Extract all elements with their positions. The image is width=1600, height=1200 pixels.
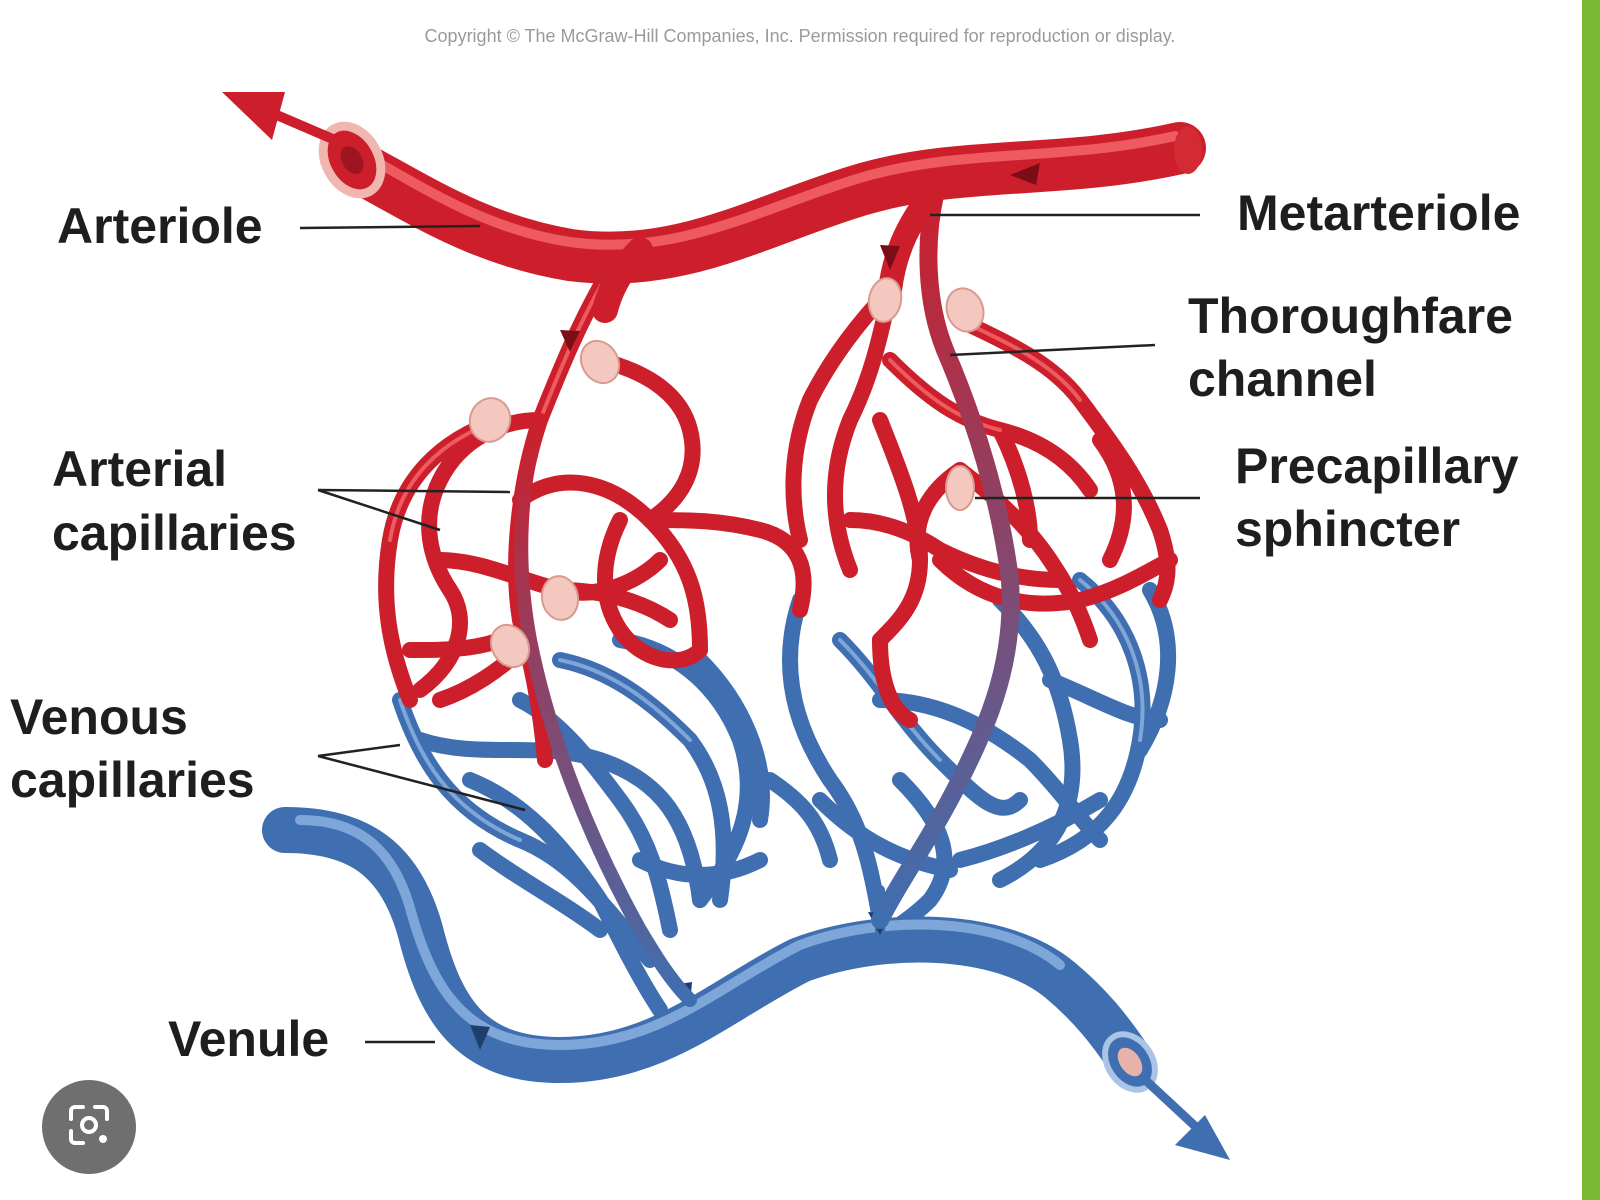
lens-camera-icon [63,1099,115,1156]
label-precapillary-line2: sphincter [1235,501,1460,557]
label-arterial-line2: capillaries [52,505,297,561]
copyright-notice: Copyright © The McGraw-Hill Companies, I… [425,26,1176,46]
label-arteriole: Arteriole [57,198,263,254]
label-arterial-line1: Arterial [52,441,227,497]
label-precapillary-line1: Precapillary [1235,438,1519,494]
precapillary-sphincters [468,277,985,669]
lens-search-button[interactable] [42,1080,136,1174]
label-thoroughfare-line2: channel [1188,351,1377,407]
label-metarteriole: Metarteriole [1237,185,1520,241]
right-edge-accent-bar [1582,0,1600,1200]
arteriole-vessel [222,92,1206,352]
leader-lines [299,213,1200,1044]
label-venous-line1: Venous [10,689,188,745]
arterial-capillary-network [378,186,1178,1007]
label-thoroughfare-line1: Thoroughfare [1188,288,1513,344]
label-venous-line2: capillaries [10,752,255,808]
label-venule: Venule [168,1011,329,1067]
venule-vessel [262,807,1230,1160]
